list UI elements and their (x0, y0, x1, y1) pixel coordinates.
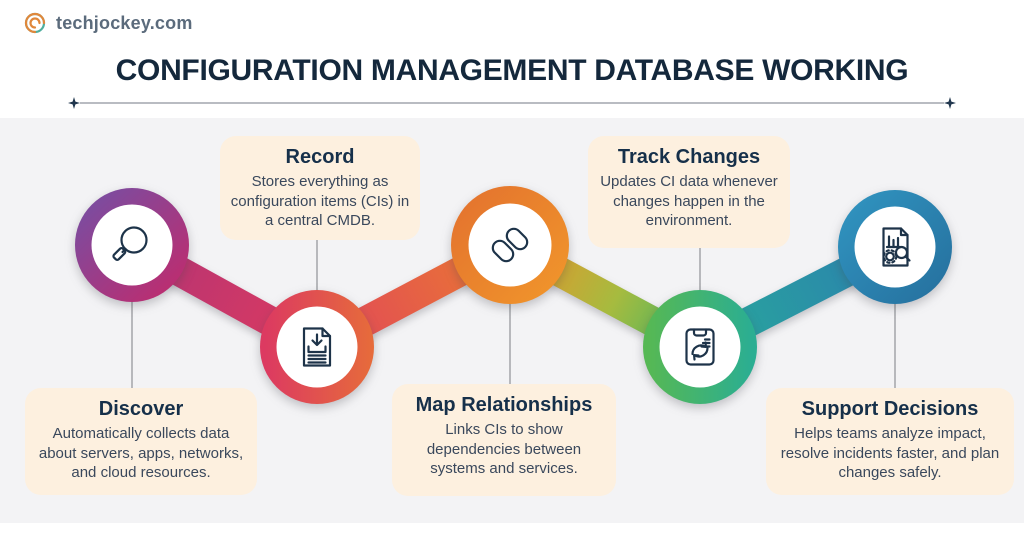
step-title: Track Changes (617, 146, 761, 168)
document-download-icon (302, 327, 332, 367)
step-description: Automatically collects data about server… (38, 425, 244, 481)
step-card-support-decisions: Support Decisions Helps teams analyze im… (766, 388, 1014, 495)
divider-line (80, 101, 944, 105)
page-title: CONFIGURATION MANAGEMENT DATABASE WORKIN… (115, 54, 909, 87)
chain-link-icon (491, 227, 529, 263)
diamond-end-icon (68, 97, 80, 109)
step-description: Updates CI data whenever changes happen … (600, 173, 778, 229)
step-title: Discover (98, 398, 184, 420)
step-description: Helps teams analyze impact, resolve inci… (780, 425, 1000, 481)
step-card-record: Record Stores everything as configuratio… (220, 136, 420, 240)
step-nodes (75, 186, 952, 404)
brand-logo: techjockey.com (22, 10, 193, 36)
step-card-track-changes: Track Changes Updates CI data whenever c… (588, 136, 790, 248)
step-card-discover: Discover Automatically collects data abo… (25, 388, 257, 495)
report-analysis-icon (882, 227, 911, 267)
step-description: Links CIs to show dependencies between s… (426, 421, 582, 477)
step-title: Map Relationships (415, 394, 593, 416)
brand-name: techjockey.com (56, 12, 193, 33)
card-connector-lines (131, 240, 896, 392)
swirl-logo-icon (24, 12, 46, 34)
step-description: Stores everything as configuration items… (230, 173, 410, 229)
title-divider (68, 97, 956, 109)
step-title: Record (285, 146, 355, 168)
clipboard-sync-icon (685, 328, 715, 366)
magnifier-icon (112, 226, 148, 261)
diamond-end-icon (944, 97, 956, 109)
step-card-map-relationships: Map Relationships Links CIs to show depe… (392, 384, 616, 496)
step-title: Support Decisions (801, 398, 979, 420)
